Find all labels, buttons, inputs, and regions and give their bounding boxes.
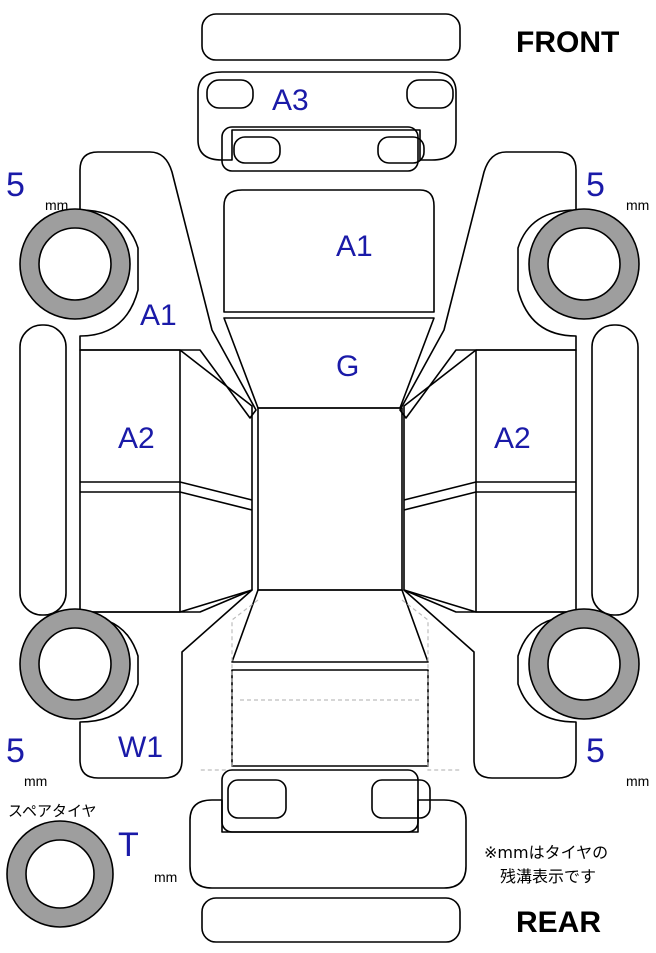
front-left-fog-lamp (233, 136, 281, 164)
right-door-panels (403, 349, 577, 613)
left-door-panels (79, 349, 253, 613)
panel-code-front-left-fender: A1 (140, 299, 177, 332)
panel-code-roof: A1 (336, 230, 373, 263)
front-label: FRONT (516, 26, 619, 59)
tire-front-left (19, 208, 131, 320)
cabin-center (257, 407, 403, 591)
panel-code-rear-left-quarter: W1 (118, 731, 163, 764)
hood-panel (223, 317, 435, 409)
note-line-2: 残溝表示です (500, 867, 596, 886)
panel-code-hood: G (336, 350, 359, 383)
panel-code-right-doors: A2 (494, 422, 531, 455)
rear-bumper-bar (201, 897, 461, 943)
panel-code-left-doors: A2 (118, 422, 155, 455)
right-beltline (403, 481, 477, 511)
right-front-fender-outline (399, 151, 577, 419)
rear-ghost-left (200, 599, 259, 771)
trunk-lid (231, 589, 429, 663)
rear-ghost-right (401, 599, 460, 771)
tire-rear-left (19, 608, 131, 720)
front-bumper-outline (197, 71, 457, 161)
note-line-1: ※mmはタイヤの (484, 843, 608, 862)
tread-unit-rear-right: mm (626, 773, 649, 789)
front-bumper-bar (201, 13, 461, 61)
rear-bumper-outline (189, 799, 467, 889)
tread-depth-front-left: 5 (6, 166, 25, 204)
tread-unit-front-right: mm (626, 197, 649, 213)
tread-depth-front-right: 5 (586, 166, 605, 204)
rear-label: REAR (516, 906, 601, 939)
left-rear-quarter-outline (79, 589, 253, 779)
front-right-headlight (406, 79, 454, 109)
right-rear-quarter-outline (403, 589, 577, 779)
left-side-sill (19, 324, 67, 616)
tire-spare (6, 820, 114, 928)
tire-front-right (528, 208, 640, 320)
tread-depth-rear-left: 5 (6, 732, 25, 770)
spare-tire-unit: mm (154, 869, 177, 885)
left-beltline (179, 481, 253, 511)
rear-left-lamp (227, 779, 287, 819)
tread-depth-rear-right: 5 (586, 732, 605, 770)
tire-rear-right (528, 608, 640, 720)
tread-unit-rear-left: mm (24, 773, 47, 789)
left-front-fender-outline (79, 151, 257, 419)
rear-right-lamp (371, 779, 431, 819)
front-right-fog-lamp (377, 136, 425, 164)
front-left-headlight (206, 79, 254, 109)
panel-code-front-bumper: A3 (272, 84, 309, 117)
spare-tire-label: スペアタイヤ (8, 802, 97, 820)
front-grille (221, 126, 419, 172)
rear-window (231, 669, 429, 767)
right-side-sill (591, 324, 639, 616)
spare-tire-value: T (118, 826, 139, 864)
roof-panel (223, 189, 435, 313)
tread-unit-front-left: mm (45, 197, 68, 213)
